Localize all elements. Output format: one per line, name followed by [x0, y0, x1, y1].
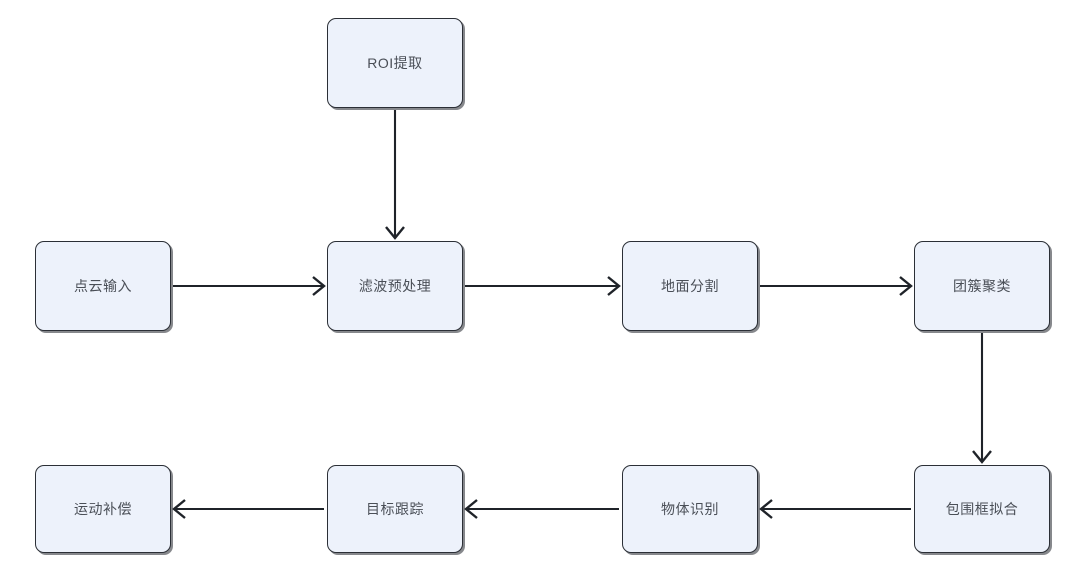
node-label: 地面分割	[661, 277, 719, 294]
edge-bbox-to-recognize	[759, 499, 911, 519]
edge-recognize-to-track	[464, 499, 619, 519]
edge-input-to-filter	[173, 276, 326, 296]
node-label: 包围框拟合	[945, 500, 1019, 517]
node-label: 滤波预处理	[358, 277, 432, 294]
node-ground-segmentation[interactable]: 地面分割	[622, 241, 758, 331]
node-filter-preprocess[interactable]: 滤波预处理	[327, 241, 463, 331]
edge-filter-to-ground	[465, 276, 621, 296]
node-label: 运动补偿	[74, 500, 132, 517]
node-motion-compensation[interactable]: 运动补偿	[35, 465, 171, 553]
node-object-tracking[interactable]: 目标跟踪	[327, 465, 463, 553]
node-label: 点云输入	[74, 277, 132, 294]
node-label: 物体识别	[661, 500, 719, 517]
node-object-recognition[interactable]: 物体识别	[622, 465, 758, 553]
node-label: 目标跟踪	[366, 500, 424, 517]
edge-roi-to-filter	[385, 110, 405, 240]
node-point-cloud-input[interactable]: 点云输入	[35, 241, 171, 331]
node-roi[interactable]: ROI提取	[327, 18, 463, 108]
edge-cluster-to-bbox	[972, 333, 992, 464]
edge-ground-to-cluster	[760, 276, 913, 296]
edge-track-to-compensate	[172, 499, 324, 519]
node-label: ROI提取	[367, 54, 423, 71]
node-cluster[interactable]: 团簇聚类	[914, 241, 1050, 331]
node-bounding-box-fitting[interactable]: 包围框拟合	[914, 465, 1050, 553]
node-label: 团簇聚类	[953, 277, 1011, 294]
